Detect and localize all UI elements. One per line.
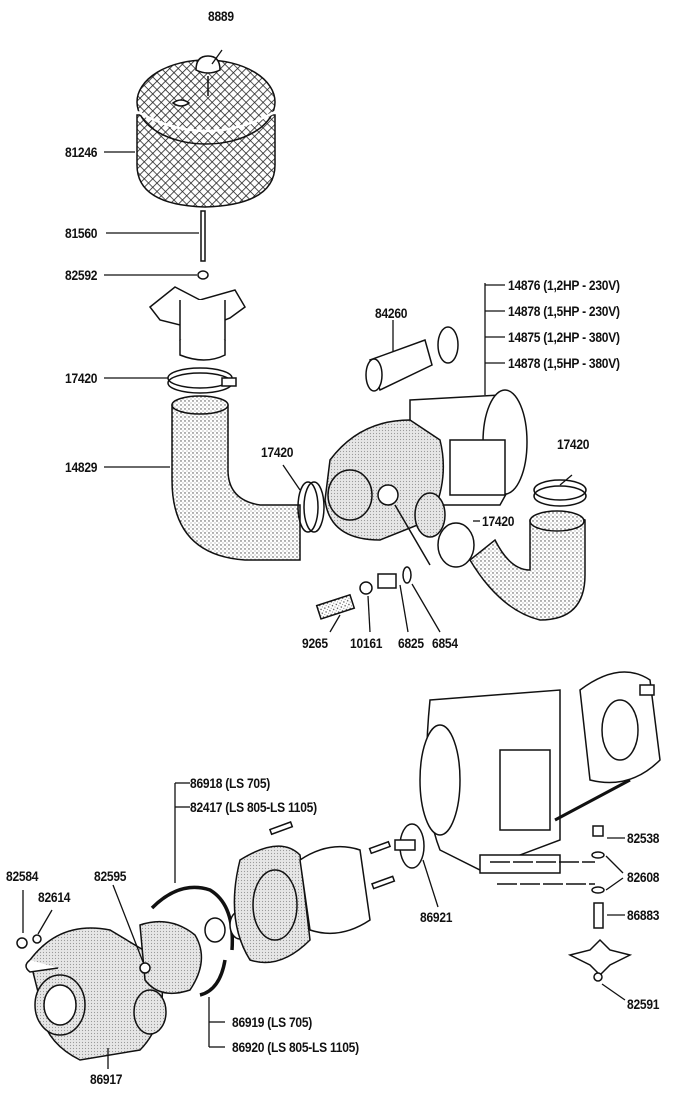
- motor-bracket: [268, 821, 396, 935]
- label-washer: 82614: [38, 889, 71, 905]
- hose-left: [171, 399, 301, 561]
- label-washers: 82608: [627, 869, 660, 885]
- pump-motor: [324, 389, 528, 566]
- hose-clamp: [167, 367, 237, 394]
- washer: [32, 934, 42, 944]
- label-seal-top-1: 86918 (LS 705): [190, 775, 271, 791]
- label-spacer: 86883: [627, 907, 660, 923]
- oring: [402, 566, 412, 584]
- leader-lines: [22, 782, 626, 1069]
- hose-piece: [365, 326, 459, 392]
- fitting: [377, 573, 397, 589]
- label-seal-bottom-2: 86920 (LS 805-LS 1105): [232, 1039, 359, 1055]
- nozzle: [315, 593, 356, 620]
- rotor: [394, 823, 425, 869]
- pump-housing: [25, 927, 167, 1061]
- label-housing: 86917: [90, 1071, 123, 1087]
- label-nut-nozzle: 10161: [350, 635, 383, 651]
- cover-plate: [233, 845, 311, 964]
- label-impeller-key: 82595: [94, 868, 127, 884]
- label-rotor: 86921: [420, 909, 453, 925]
- label-hose-left: 14829: [65, 459, 98, 475]
- label-clamp-left-top: 17420: [65, 370, 98, 386]
- filter-basket: [136, 59, 276, 208]
- label-seal-bottom-1: 86919 (LS 705): [232, 1014, 313, 1030]
- label-pump-variant-1: 14876 (1,2HP - 230V): [508, 277, 620, 293]
- stud: [200, 210, 206, 262]
- motor-stator: [419, 689, 561, 874]
- label-nut: 82584: [6, 868, 39, 884]
- label-clamp-right-top: 17420: [557, 436, 590, 452]
- hose-clamp: [437, 522, 475, 568]
- nut-nozzle: [359, 581, 373, 595]
- label-pump-variant-2: 14878 (1,5HP - 230V): [508, 303, 620, 319]
- hose-clamp: [533, 479, 587, 507]
- leader-lines: [104, 49, 573, 633]
- nut-top: [197, 270, 209, 280]
- label-hose-piece: 84260: [375, 305, 408, 321]
- label-pump-variant-3: 14875 (1,2HP - 380V): [508, 329, 620, 345]
- label-seal-top-2: 82417 (LS 805-LS 1105): [190, 799, 317, 815]
- label-screw: 82538: [627, 830, 660, 846]
- foot-assembly: [490, 825, 633, 982]
- fan-cover: [554, 671, 661, 822]
- label-knob: 8889: [208, 8, 234, 24]
- nut: [16, 937, 28, 949]
- label-clamp-left-pump: 17420: [261, 444, 294, 460]
- label-stud: 81560: [65, 225, 98, 241]
- label-clamp-right-pump: 17420: [482, 513, 515, 529]
- label-nut-top: 82592: [65, 267, 98, 283]
- label-pump-variant-4: 14878 (1,5HP - 380V): [508, 355, 620, 371]
- label-filter-basket: 81246: [65, 144, 98, 160]
- label-fitting: 6825: [398, 635, 424, 651]
- label-nozzle: 9265: [302, 635, 328, 651]
- label-foot-nut: 82591: [627, 996, 660, 1012]
- impeller: [139, 920, 203, 995]
- hose-clamp: [297, 481, 325, 533]
- label-oring: 6854: [432, 635, 458, 651]
- bracket: [148, 286, 246, 361]
